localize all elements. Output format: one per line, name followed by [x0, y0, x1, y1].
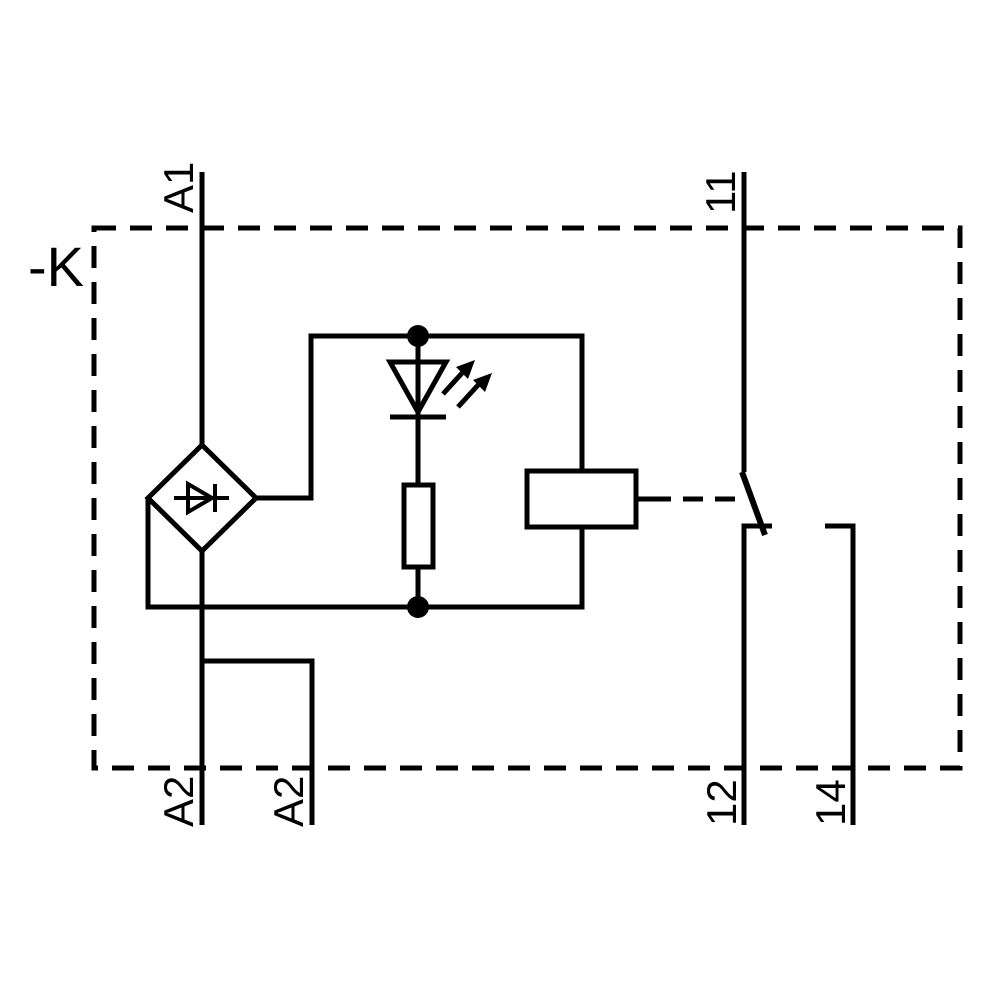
relay-coil-icon: [524, 468, 639, 530]
changeover-contact-blade: [739, 470, 768, 537]
terminal-label-11: 11: [697, 170, 744, 214]
bridge-rectifier-icon: [144, 441, 260, 555]
dc-plus-rail: [256, 333, 585, 501]
bridge-rectifier-diamond: [144, 441, 260, 555]
terminal-label-12: 12: [698, 779, 745, 826]
led-arrow-shaft-1: [441, 370, 465, 396]
terminal-line-a2-branch: [202, 658, 315, 825]
device-designation-label: -K: [28, 235, 84, 298]
resistor-icon: [401, 482, 436, 570]
schematic-root: [91, 172, 963, 825]
junction-dot-bottom: [407, 596, 429, 618]
junction-dot-top: [407, 325, 429, 347]
led-triangle: [385, 359, 451, 418]
terminal-label-14: 14: [807, 779, 854, 826]
dc-minus-rail: [145, 498, 585, 610]
led-arrow-head-1: [456, 360, 475, 379]
led-emission-arrows: [441, 360, 492, 409]
led-arrow-head-2: [473, 373, 492, 392]
device-enclosure-dashed-border: [91, 225, 963, 771]
terminal-label-a1: A1: [155, 162, 202, 213]
led-icon: [385, 359, 492, 420]
terminal-line-14-no: [825, 523, 856, 825]
terminal-label-a2-second: A2: [265, 776, 312, 827]
led-arrow-shaft-2: [456, 382, 481, 409]
terminal-label-a2-first: A2: [155, 776, 202, 827]
terminal-line-12-nc: [741, 523, 772, 825]
diode-triangle: [186, 480, 216, 516]
